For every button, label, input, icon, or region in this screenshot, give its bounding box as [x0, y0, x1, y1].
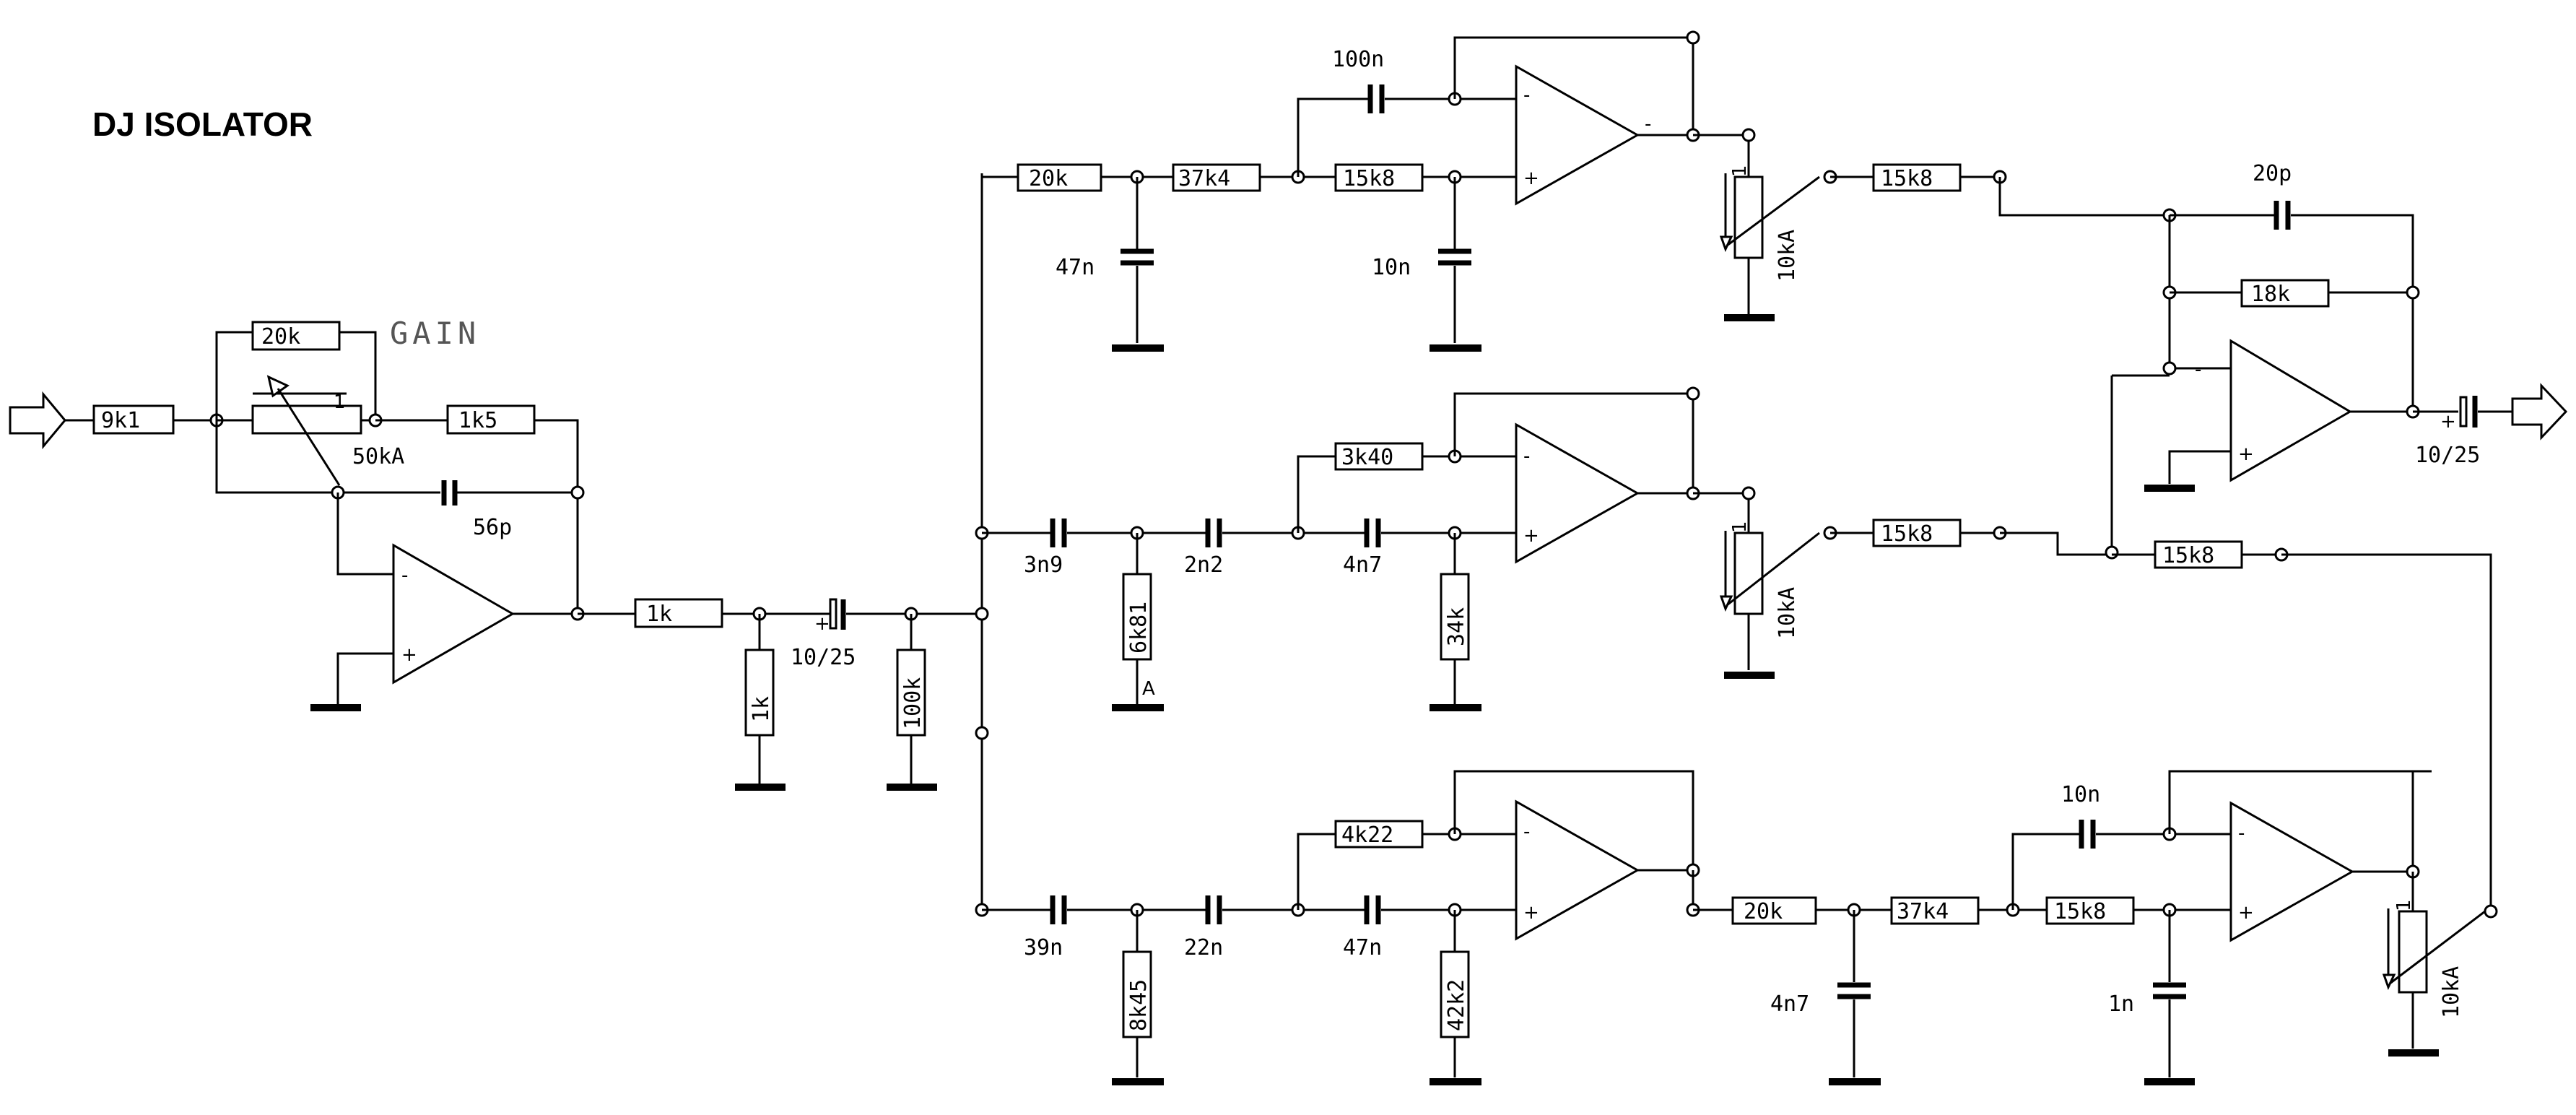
label-56p: 56p [473, 515, 512, 540]
label-1k5: 1k5 [458, 408, 497, 433]
potentiometer-10kA-lo [2398, 910, 2428, 994]
label-37k4-hi: 37k4 [1178, 166, 1230, 191]
label-50kA: 50kA [352, 444, 404, 469]
label-6k81: 6k81 [1126, 602, 1152, 654]
opamp-low-band-1 [1515, 799, 1640, 941]
label-10-25-in: 10/25 [791, 645, 856, 670]
svg-text:+: + [814, 613, 830, 635]
opamp-input-stage [392, 543, 515, 685]
resistor-18k [2240, 279, 2330, 308]
label-20k-gain: 20k [261, 324, 300, 350]
label-4k22: 4k22 [1341, 823, 1393, 848]
label-15k8-mid-out: 15k8 [1881, 521, 1933, 547]
opamp-mixer [2229, 339, 2352, 482]
label-37k4-lo: 37k4 [1897, 899, 1949, 924]
svg-text:1: 1 [2393, 899, 2415, 911]
label-10-25-out: 10/25 [2415, 443, 2480, 468]
svg-text:+: + [2238, 443, 2254, 465]
capacitor-10-25-out [2459, 396, 2468, 428]
svg-text:-: - [2238, 823, 2245, 844]
label-4n7-lo: 4n7 [1770, 992, 1809, 1017]
svg-text:-: - [1523, 446, 1530, 467]
opamp-mid-band [1515, 422, 1640, 564]
pin-50kA: 1 [334, 391, 346, 413]
svg-text:+: + [2238, 902, 2254, 924]
capacitor-10-25-in [829, 598, 837, 630]
resistor-42k2 [1440, 950, 1470, 1038]
label-8k45: 8k45 [1126, 979, 1152, 1031]
resistor-20k-gain [251, 321, 341, 351]
label-2n2: 2n2 [1184, 552, 1223, 578]
label-10n-lo: 10n [2061, 782, 2100, 807]
svg-text:+: + [2440, 411, 2456, 433]
label-15k8-lo: 15k8 [2054, 899, 2106, 924]
svg-text:+: + [401, 644, 417, 666]
label-15k8-hi-in: 15k8 [1343, 166, 1395, 191]
opamp-low-band-2 [2229, 801, 2355, 942]
gain-label: GAIN [390, 316, 480, 351]
opamp-high-band [1515, 64, 1640, 206]
svg-text:1: 1 [1729, 521, 1751, 533]
potentiometer-10kA-mid [1733, 532, 1764, 615]
label-20k-hi: 20k [1029, 166, 1068, 191]
label-15k8-hi-out: 15k8 [1881, 166, 1933, 191]
potentiometer-10kA-hi [1733, 175, 1764, 259]
input-arrow-icon [9, 391, 66, 450]
resistor-34k [1440, 573, 1470, 661]
svg-text:+: + [1523, 902, 1539, 924]
resistor-1k-shunt [744, 648, 775, 737]
svg-text:-: - [1523, 84, 1530, 106]
label-15k8-mix: 15k8 [2162, 543, 2214, 568]
label-3k40: 3k40 [1341, 445, 1393, 470]
label-9k1: 9k1 [101, 408, 140, 433]
svg-text:-: - [1523, 821, 1530, 843]
label-47n-lo: 47n [1343, 935, 1382, 960]
svg-text:-: - [2195, 359, 2201, 381]
output-arrow-icon [2511, 383, 2568, 441]
label-10kA-lo: 10kA [2439, 966, 2464, 1018]
resistor-37k4-lo [1890, 896, 1980, 925]
resistor-3k40 [1334, 442, 1424, 471]
resistor-15k8-mix [2154, 540, 2243, 569]
label-20p: 20p [2253, 161, 2292, 186]
resistor-20k-hi [1017, 163, 1102, 192]
label-10n-hi: 10n [1372, 255, 1411, 280]
label-3n9: 3n9 [1024, 552, 1063, 578]
svg-text:+: + [1523, 525, 1539, 547]
svg-text:-: - [401, 565, 408, 586]
label-1n: 1n [2108, 992, 2134, 1017]
label-10kA-hi: 10kA [1775, 230, 1800, 282]
label-42k2: 42k2 [1444, 979, 1469, 1031]
label-22n: 22n [1184, 935, 1223, 960]
diagram-title: DJ ISOLATOR [92, 105, 313, 143]
label-1k-shunt: 1k [749, 696, 774, 722]
svg-text:+: + [1523, 168, 1539, 189]
svg-text:-: - [1645, 113, 1651, 135]
label-10kA-mid: 10kA [1775, 587, 1800, 639]
label-39n: 39n [1024, 935, 1063, 960]
label-4n7-mid: 4n7 [1343, 552, 1382, 578]
label-1k-series: 1k [646, 602, 672, 627]
label-47n-hi: 47n [1056, 255, 1095, 280]
svg-text:1: 1 [1729, 165, 1751, 177]
svg-text:A: A [1142, 678, 1155, 700]
resistor-20k-lo [1731, 896, 1817, 925]
resistor-1k-series [634, 598, 723, 628]
resistor-15k8-lo [2045, 896, 2135, 925]
label-100n: 100n [1332, 47, 1384, 72]
label-34k: 34k [1444, 607, 1469, 646]
label-100k: 100k [900, 677, 926, 729]
label-20k-lo: 20k [1744, 899, 1783, 924]
label-18k: 18k [2251, 282, 2290, 307]
resistor-6k81 [1122, 573, 1152, 661]
